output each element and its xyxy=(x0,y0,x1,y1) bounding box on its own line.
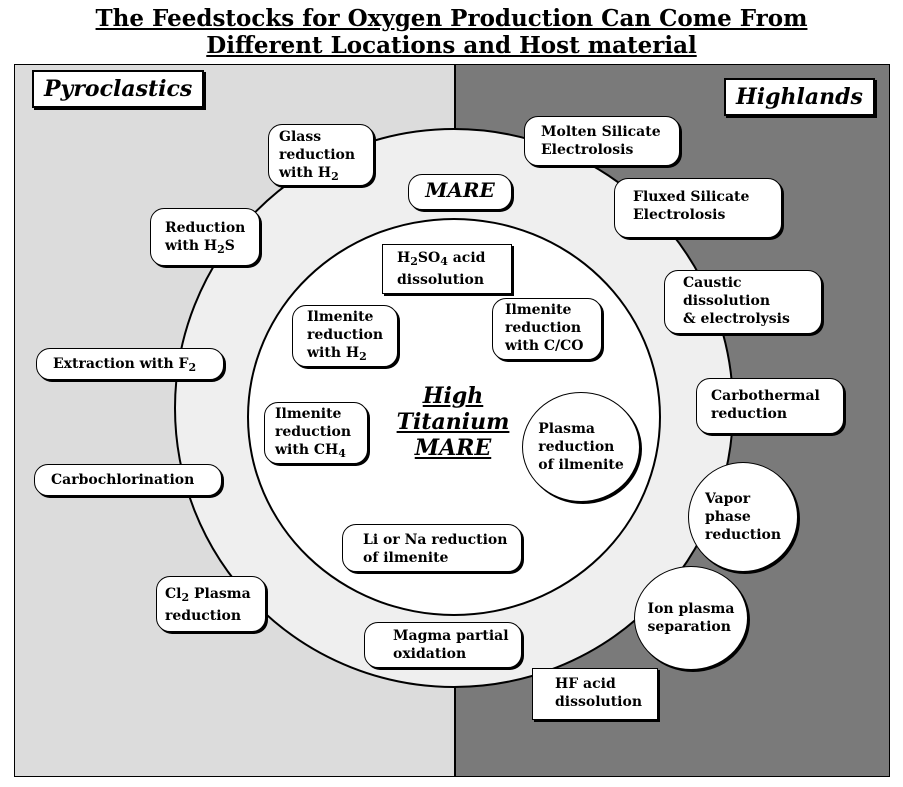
ilmenite-cco-box: Ilmenite reduction with C/CO xyxy=(492,298,602,360)
plasma-line-3: of ilmenite xyxy=(538,457,624,473)
cl2-plasma-box: Cl2 Plasma reduction xyxy=(156,576,266,632)
high-titanium-mare-label: High Titanium MARE xyxy=(383,383,523,461)
li-na-reduction-box: Li or Na reduction of ilmenite xyxy=(342,524,522,572)
molten-line-1: Molten Silicate xyxy=(541,124,661,140)
fluxed-silicate-box: Fluxed Silicate Electrolosis xyxy=(614,178,782,238)
center-label-line-3: MARE xyxy=(414,435,492,461)
ilm-ch4-line-2: reduction xyxy=(275,424,352,440)
caustic-line-3: & electrolysis xyxy=(683,311,790,327)
ilm-h2-line-2: reduction xyxy=(307,327,384,343)
title-line-1: The Feedstocks for Oxygen Production Can… xyxy=(95,5,808,32)
h2s-reduction-box: Reduction with H2S xyxy=(150,208,260,266)
carbochlorination-box: Carbochlorination xyxy=(34,464,222,496)
h2s-line-2: with H2S xyxy=(165,238,235,256)
ion-line-1: Ion plasma xyxy=(647,601,735,617)
lina-line-2: of ilmenite xyxy=(363,550,449,566)
plasma-ilmenite-circle: Plasma reduction of ilmenite xyxy=(522,392,640,502)
carbothermal-line-1: Carbothermal xyxy=(711,388,820,404)
h2so4-dissolution-box: H2SO4 acid dissolution xyxy=(382,244,512,294)
carbothermal-box: Carbothermal reduction xyxy=(696,378,844,434)
vapor-line-1: Vapor xyxy=(704,491,751,507)
glass-line-2: reduction xyxy=(279,147,356,163)
hf-acid-box: HF acid dissolution xyxy=(532,668,658,720)
f2-extraction-box: Extraction with F2 xyxy=(36,348,224,380)
plasma-line-2: reduction xyxy=(538,439,615,455)
ilmenite-h2-box: Ilmenite reduction with H2 xyxy=(292,305,398,367)
vapor-line-3: reduction xyxy=(704,527,782,543)
magma-line-1: Magma partial xyxy=(393,628,509,644)
pyroclastics-label: Pyroclastics xyxy=(32,70,205,108)
ilm-cco-line-3: with C/CO xyxy=(505,338,584,354)
magma-oxidation-box: Magma partial oxidation xyxy=(364,622,522,668)
lina-line-1: Li or Na reduction xyxy=(363,532,508,548)
magma-line-2: oxidation xyxy=(393,646,467,662)
caustic-line-2: dissolution xyxy=(683,293,771,309)
cl2-line-1: Cl2 Plasma xyxy=(165,586,251,604)
ilm-cco-line-1: Ilmenite xyxy=(505,302,572,318)
glass-line-1: Glass xyxy=(279,129,322,145)
ion-line-2: separation xyxy=(647,619,731,635)
ilm-ch4-line-1: Ilmenite xyxy=(275,406,342,422)
h2s-line-1: Reduction xyxy=(165,220,246,236)
fluxed-line-1: Fluxed Silicate xyxy=(633,189,750,205)
h2so4-line-2: dissolution xyxy=(397,272,485,288)
hf-line-2: dissolution xyxy=(555,694,643,710)
title-line-2: Different Locations and Host material xyxy=(206,32,697,59)
center-label-line-1: High xyxy=(422,383,484,409)
carbothermal-line-2: reduction xyxy=(711,406,788,422)
glass-reduction-box: Glass reduction with H2 xyxy=(268,124,374,186)
vapor-phase-circle: Vapor phase reduction xyxy=(688,462,798,572)
caustic-dissolution-box: Caustic dissolution & electrolysis xyxy=(664,270,822,334)
cl2-line-2: reduction xyxy=(165,608,242,624)
glass-line-3: with H2 xyxy=(279,165,339,183)
ilmenite-ch4-box: Ilmenite reduction with CH4 xyxy=(264,402,368,464)
molten-line-2: Electrolosis xyxy=(541,142,634,158)
fluxed-line-2: Electrolosis xyxy=(633,207,726,223)
caustic-line-1: Caustic xyxy=(683,275,742,291)
molten-silicate-box: Molten Silicate Electrolosis xyxy=(524,116,680,166)
ilm-h2-line-3: with H2 xyxy=(307,345,367,363)
ion-plasma-circle: Ion plasma separation xyxy=(634,566,748,670)
center-label-line-2: Titanium xyxy=(396,409,510,435)
vapor-line-2: phase xyxy=(704,509,751,525)
ilm-h2-line-1: Ilmenite xyxy=(307,309,374,325)
mare-label: MARE xyxy=(408,174,512,210)
hf-line-1: HF acid xyxy=(555,676,616,692)
ilm-cco-line-2: reduction xyxy=(505,320,582,336)
plasma-line-1: Plasma xyxy=(538,421,595,437)
highlands-label: Highlands xyxy=(724,78,875,116)
h2so4-line-1: H2SO4 acid xyxy=(397,250,486,268)
ilm-ch4-line-3: with CH4 xyxy=(275,442,346,460)
